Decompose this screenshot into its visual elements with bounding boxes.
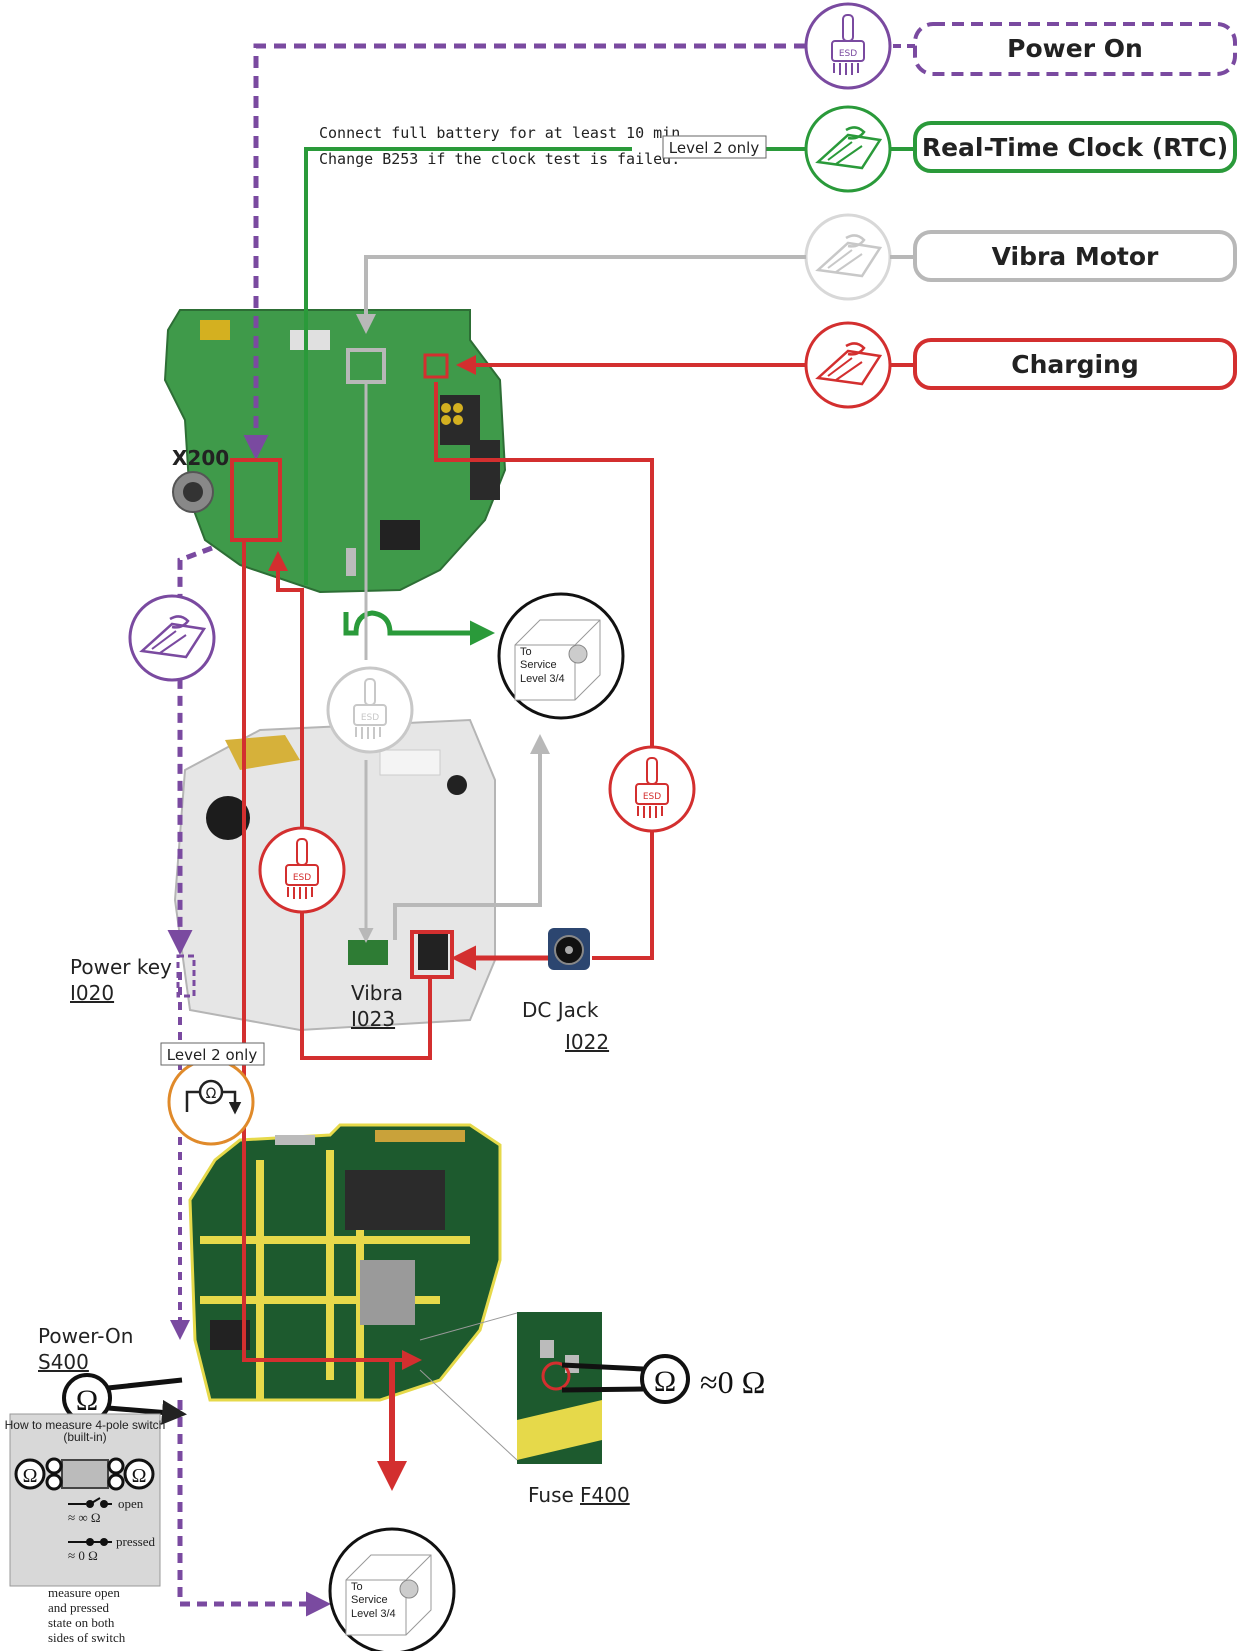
power-key-id: I020 (70, 981, 114, 1005)
esd-brush-icon: ESD (328, 668, 412, 752)
esd-text: ESD (839, 49, 857, 59)
inset-caption-4: sides of switch (48, 1630, 126, 1645)
rtc-to-service-path (346, 612, 490, 633)
x200-label: X200 (172, 446, 229, 470)
service-level-box-upper[interactable]: To Service Level 3/4 (499, 594, 623, 718)
hand-book-icon (806, 215, 890, 299)
power-on-switch-id: S400 (38, 1350, 89, 1374)
esd-text: ESD (293, 873, 311, 883)
rtc-note-line1: Connect full battery for at least 10 min… (319, 124, 689, 142)
service-line2: Level 3/4 (351, 1608, 396, 1620)
inset-open-label: open (118, 1496, 144, 1511)
hand-book-icon (130, 596, 214, 680)
fuse-label: Fuse (528, 1483, 574, 1507)
switch-measure-inset: How to measure 4-pole switch (built-in) … (5, 1414, 166, 1586)
level2-tag-rtc-text: Level 2 only (669, 139, 760, 157)
dc-jack-id: I022 (565, 1030, 609, 1054)
dc-jack-label: DC Jack (522, 998, 599, 1022)
inset-pressed-label: pressed (116, 1534, 155, 1549)
inset-title2: (built-in) (63, 1430, 106, 1444)
step-power-on-label: Power On (1007, 34, 1143, 63)
power-on-switch-label: Power-On (38, 1324, 133, 1348)
inset-caption-3: state on both (48, 1615, 115, 1630)
inset-caption-2: and pressed (48, 1600, 110, 1615)
step-vibra-motor[interactable]: Vibra Motor (915, 232, 1235, 280)
omega-text: Ω (654, 1365, 676, 1398)
step-vibra-motor-label: Vibra Motor (992, 242, 1159, 271)
inset-open-value: ≈ ∞ Ω (68, 1510, 101, 1525)
fuse-id: F400 (580, 1483, 630, 1507)
step-rtc[interactable]: Real-Time Clock (RTC) (915, 123, 1235, 171)
esd-brush-icon: ESD (610, 747, 694, 831)
omega-text: Ω (206, 1086, 217, 1102)
vibra-id: I023 (351, 1007, 395, 1031)
level2-tag-rtc: Level 2 only (663, 136, 766, 158)
omega-text: Ω (132, 1465, 147, 1487)
step-power-on[interactable]: Power On (915, 24, 1235, 74)
hand-book-icon (806, 323, 890, 407)
service-line1: Service (520, 659, 557, 671)
step-charging-label: Charging (1011, 350, 1139, 379)
power-key-label: Power key (70, 955, 172, 979)
step-charging[interactable]: Charging (915, 340, 1235, 388)
fuse-value: ≈0 Ω (700, 1364, 765, 1400)
ohmmeter-icon: Ω (169, 1060, 253, 1144)
esd-text: ESD (361, 713, 379, 723)
power-on-path-service (180, 1400, 326, 1604)
step-rtc-label: Real-Time Clock (RTC) (922, 133, 1228, 162)
service-to: To (520, 646, 532, 658)
service-to: To (351, 1581, 363, 1593)
service-level-box-lower[interactable]: To Service Level 3/4 (330, 1529, 454, 1651)
esd-text: ESD (643, 792, 661, 802)
level2-tag-power-text: Level 2 only (167, 1046, 258, 1064)
omega-text: Ω (23, 1465, 38, 1487)
level2-tag-power: Level 2 only (161, 1043, 264, 1065)
dc-jack-photo (548, 928, 590, 970)
rtc-note-line2: Change B253 if the clock test is failed. (319, 150, 680, 168)
service-line1: Service (351, 1594, 388, 1606)
inset-caption-1: measure open (48, 1585, 120, 1600)
inset-pressed-value: ≈ 0 Ω (68, 1548, 98, 1563)
esd-brush-icon: ESD (260, 828, 344, 912)
omega-text: Ω (76, 1384, 98, 1417)
hand-book-icon (806, 107, 890, 191)
esd-brush-icon: ESD (806, 4, 890, 88)
service-line2: Level 3/4 (520, 673, 565, 685)
vibra-label: Vibra (351, 981, 403, 1005)
